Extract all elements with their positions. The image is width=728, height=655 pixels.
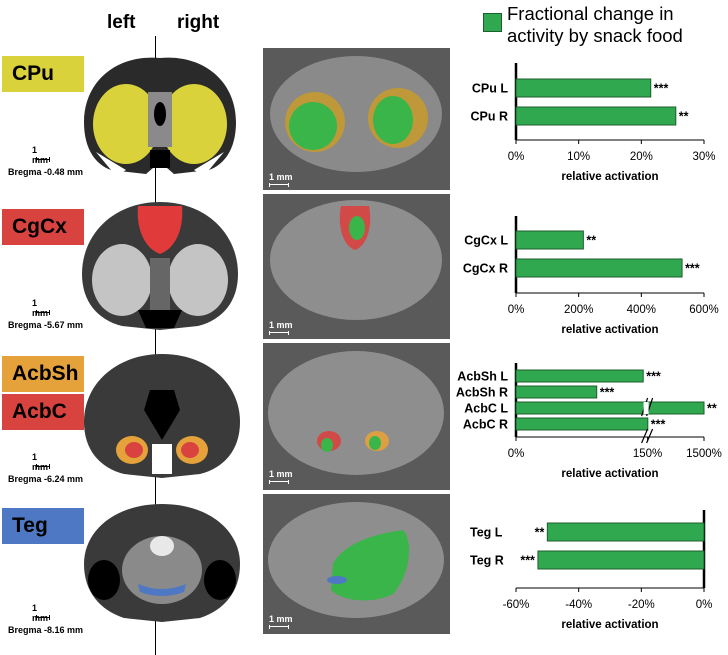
region-label-teg: Teg	[2, 508, 84, 544]
bar-charts: 0% 10% 20% 30% relative activation CPu L *** CP…	[456, 63, 722, 631]
x-tick-label: -40%	[565, 599, 592, 611]
significance-label: ***	[651, 418, 666, 432]
significance-label: ***	[685, 262, 700, 276]
category-label: CPu R	[471, 110, 509, 124]
x-tick-label: 0%	[508, 448, 525, 460]
significance-label: ***	[654, 82, 669, 96]
region-label-cgcx: CgCx	[2, 209, 84, 245]
bar	[515, 78, 652, 98]
region-label-acbsh: AcbSh	[2, 356, 84, 392]
axis-break-mark	[641, 428, 649, 444]
bar	[546, 522, 705, 542]
atlas-brain-teg	[84, 504, 240, 622]
significance-label: **	[535, 526, 545, 540]
x-tick-label: 30%	[692, 151, 715, 163]
x-tick-label: 400%	[627, 304, 656, 316]
atlas-brain-acb	[84, 354, 240, 478]
bregma-label: Bregma -0.48 mm	[8, 167, 84, 177]
bar	[515, 401, 705, 415]
significance-label: ***	[600, 386, 615, 400]
bar	[537, 550, 705, 570]
category-label: AcbC L	[464, 402, 508, 416]
mri-panel-cpu: 1 mm	[263, 48, 450, 190]
bar	[515, 230, 584, 250]
category-label: AcbSh R	[456, 386, 508, 400]
chart-2: 0% 200% 400% 600% relative activation CgCx L *…	[463, 216, 719, 336]
atlas-brain-cgcx	[82, 202, 238, 330]
category-label: Teg R	[470, 554, 504, 568]
significance-label: **	[586, 234, 596, 248]
chart-4: -60% -40% -20% 0% relative activation Teg L **…	[470, 510, 712, 631]
chart-1: 0% 10% 20% 30% relative activation CPu L *** CP…	[471, 63, 716, 183]
category-label: CgCx L	[464, 234, 508, 248]
x-axis-label: relative activation	[561, 324, 658, 336]
x-tick-label: 0%	[508, 304, 525, 316]
significance-label: ***	[520, 554, 535, 568]
x-tick-label: 200%	[564, 304, 593, 316]
bregma-label: Bregma -5.67 mm	[8, 320, 84, 330]
bar	[515, 258, 683, 278]
x-axis-label: relative activation	[561, 171, 658, 183]
x-tick-label: 10%	[567, 151, 590, 163]
bar	[515, 106, 677, 126]
x-tick-label: -60%	[503, 599, 530, 611]
x-tick-label: 0%	[696, 599, 713, 611]
category-label: AcbC R	[463, 418, 508, 432]
x-axis-label: relative activation	[561, 468, 658, 480]
legend-label: Fractional change in activity by snack f…	[507, 3, 683, 46]
category-label: Teg L	[470, 526, 503, 540]
header-right: right	[177, 12, 220, 33]
mri-panel-teg: 1 mm	[263, 494, 450, 634]
bar	[515, 385, 598, 399]
category-label: AcbSh L	[457, 370, 508, 384]
header-left: left	[107, 12, 136, 33]
x-tick-label: 20%	[630, 151, 653, 163]
x-tick-label: 150%	[633, 448, 662, 460]
category-label: CgCx R	[463, 262, 508, 276]
category-label: CPu L	[472, 82, 508, 96]
mri-panel-cgcx: 1 mm	[263, 194, 450, 339]
significance-label: **	[707, 402, 717, 416]
midline-divider	[155, 36, 156, 655]
bregma-label: Bregma -8.16 mm	[8, 625, 84, 635]
region-label-acbc: AcbC	[2, 394, 84, 430]
x-tick-label: -20%	[628, 599, 655, 611]
region-label-cpu: CPu	[2, 56, 84, 92]
mri-panel-acb: 1 mm	[263, 343, 450, 490]
legend-swatch	[483, 13, 502, 32]
x-tick-label: 1500%	[686, 448, 722, 460]
bar	[515, 369, 644, 383]
axis-break-mark	[646, 428, 654, 444]
x-axis-label: relative activation	[561, 619, 658, 631]
atlas-brain-cpu	[84, 57, 236, 176]
x-tick-label: 0%	[508, 151, 525, 163]
bregma-label: Bregma -6.24 mm	[8, 474, 84, 484]
axis-break-gap	[643, 402, 649, 414]
bar	[515, 417, 649, 431]
significance-label: ***	[646, 370, 661, 384]
significance-label: **	[679, 110, 689, 124]
x-tick-label: 600%	[689, 304, 718, 316]
